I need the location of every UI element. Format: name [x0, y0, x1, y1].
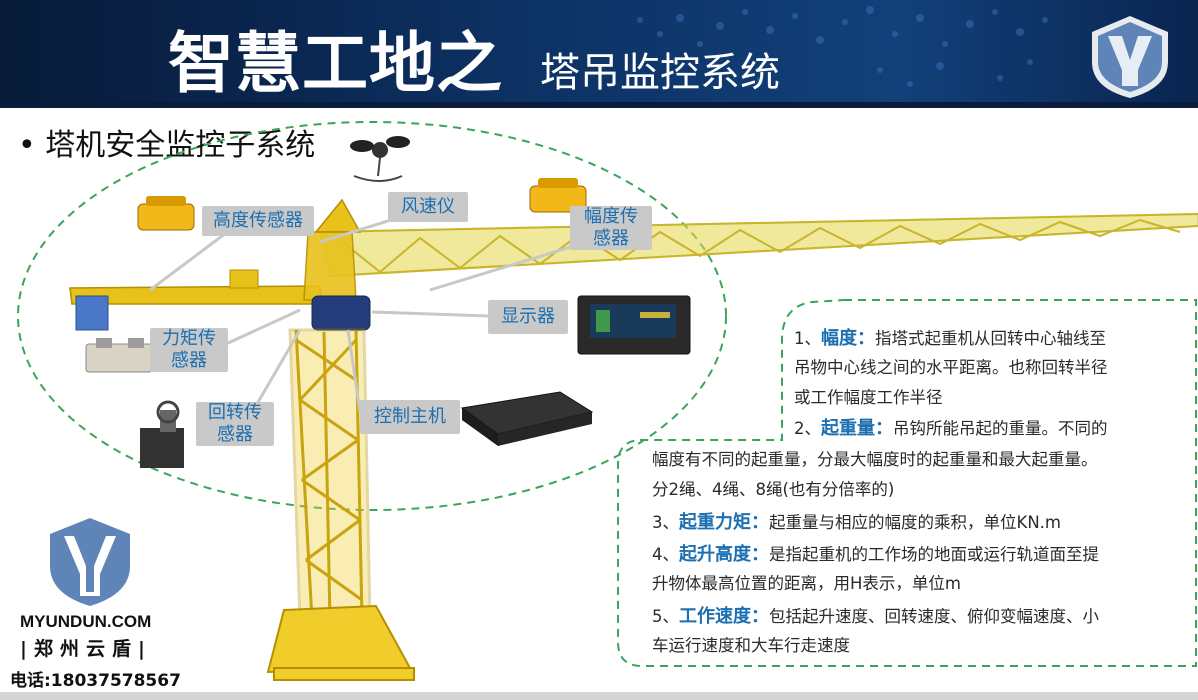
crane-mast	[288, 328, 372, 622]
brand-url: MYUNDUN.COM	[20, 612, 152, 631]
control-host-device	[460, 391, 594, 446]
definition-line: 车运行速度和大车行走速度	[652, 636, 850, 655]
definition-line: 升物体最高位置的距离，用H表示，单位m	[652, 574, 961, 593]
bottom-bar	[0, 692, 1198, 700]
leader-lines	[149, 214, 601, 417]
header-decoration	[0, 6, 1198, 108]
amplitude-sensor-device	[529, 178, 587, 213]
header-banner: 智慧工地之 塔吊监控系统	[0, 0, 1198, 108]
label-control-host: 控制主机	[360, 400, 460, 434]
myundun-logo-icon	[1092, 16, 1168, 98]
label-rotation-sensor: 回转传 感器	[196, 402, 274, 446]
label-display: 显示器	[488, 300, 568, 334]
definition-line: 4、起升高度：是指起重机的工作场的地面或运行轨道面至提	[652, 544, 1099, 565]
crane-cab	[311, 295, 371, 331]
definition-line: 1、幅度：指塔式起重机从回转中心轴线至	[794, 328, 1106, 349]
brand-name: |郑州云盾|	[20, 638, 152, 660]
page-title: 智慧工地之	[168, 25, 503, 102]
height-sensor-device	[137, 196, 195, 231]
definition-line: 吊物中心线之间的水平距离。也称回转半径	[794, 358, 1108, 377]
crane-base	[266, 604, 415, 681]
page-subtitle: 塔吊监控系统	[540, 50, 780, 96]
definition-line: 分2绳、4绳、8绳(也有分倍率的)	[652, 480, 895, 499]
label-height-sensor: 高度传感器	[202, 206, 314, 236]
brand-phone: 电话:18037578567	[10, 671, 181, 691]
sensor-zone-outline	[17, 121, 727, 511]
label-torque-sensor: 力矩传 感器	[150, 328, 228, 372]
rotation-sensor-device	[140, 400, 184, 468]
label-anemometer: 风速仪	[388, 192, 468, 222]
anemometer-device	[350, 136, 410, 182]
label-amplitude-sensor: 幅度传 感器	[570, 206, 652, 250]
brand-shield-icon	[50, 518, 130, 606]
definition-line: 3、起重力矩：起重量与相应的幅度的乘积，单位KN.m	[652, 512, 1061, 533]
display-device	[577, 295, 691, 355]
definitions-box-outline	[617, 299, 1197, 667]
definition-line: 5、工作速度：包括起升速度、回转速度、俯仰变幅速度、小	[652, 606, 1099, 627]
definition-line: 或工作幅度工作半径	[794, 388, 943, 407]
definition-line: 2、起重量：吊钩所能吊起的重量。不同的	[794, 418, 1108, 439]
definition-line: 幅度有不同的起重量，分最大幅度时的起重量和最大起重量。	[652, 450, 1098, 469]
